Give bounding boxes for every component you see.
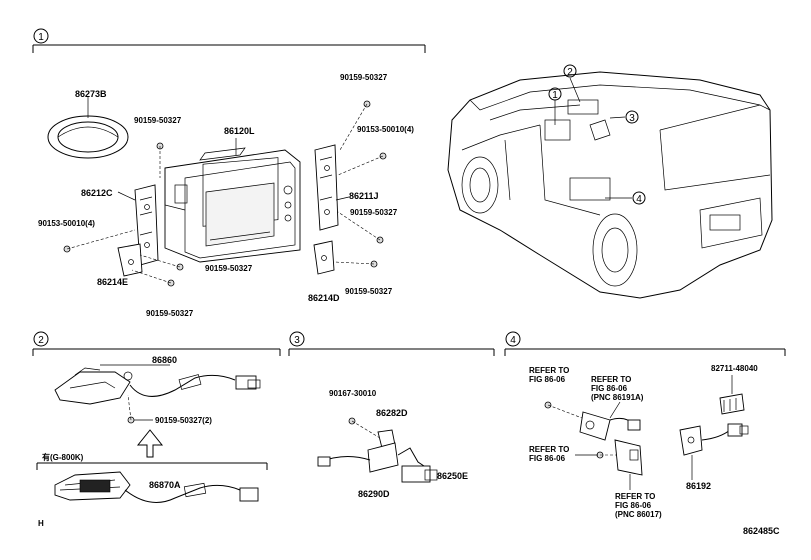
- refer-3-line-1: REFER TO: [529, 445, 569, 454]
- label-86212c: 86212C: [81, 188, 113, 198]
- label-82711-48040: 82711-48040: [711, 364, 758, 373]
- section-4-marker: 4: [510, 335, 516, 346]
- labels-section-3: 90167-30010 86282D 86250E 86290D: [329, 389, 468, 499]
- vehicle-callout-3: 3: [629, 113, 635, 124]
- section-1-frame: 1: [32, 28, 426, 53]
- vehicle-callout-1: 1: [552, 90, 558, 101]
- label-86290d: 86290D: [358, 489, 390, 499]
- head-unit-86120l: [164, 147, 301, 263]
- variant-frame: [36, 462, 268, 470]
- label-86860: 86860: [152, 355, 177, 365]
- label-90159-50327-r3: 90159-50327: [345, 287, 393, 296]
- labels-section-2: 86860 90159-50327(2) 有(G-800K) 86870A: [42, 355, 212, 490]
- left-lower-bracket-86214e: [117, 243, 143, 277]
- footer-left-mark: H: [38, 519, 44, 528]
- label-90159-50327-r2: 90159-50327: [350, 208, 398, 217]
- right-bracket-86211j: [314, 144, 339, 231]
- label-90167-30010: 90167-30010: [329, 389, 377, 398]
- label-90159-50327-2: 90159-50327(2): [155, 416, 212, 425]
- harness-86192: [679, 423, 749, 456]
- label-90153-50010-right: 90153-50010(4): [357, 125, 414, 134]
- refer-1-line-1: REFER TO: [529, 366, 569, 375]
- right-lower-bracket-86214d: [313, 240, 335, 275]
- refer-4-line-2: FIG 86-06: [615, 501, 652, 510]
- refer-2-line-3: (PNC 86191A): [591, 393, 644, 402]
- label-86211j: 86211J: [349, 191, 379, 201]
- section-2-frame: 2: [32, 331, 281, 356]
- label-90153-50010-left: 90153-50010(4): [38, 219, 95, 228]
- section-2-marker: 2: [38, 335, 44, 346]
- vehicle-callouts: 1 2 3 4: [548, 64, 646, 205]
- label-90159-50327-bottom: 90159-50327: [146, 309, 194, 318]
- label-86250e: 86250E: [437, 471, 468, 481]
- vehicle-illustration: [447, 71, 773, 299]
- label-86273b: 86273B: [75, 89, 107, 99]
- label-86192: 86192: [686, 481, 711, 491]
- antenna-86860: [54, 364, 261, 424]
- labels-section-1: 86273B 90159-50327 86120L 90159-50327 90…: [38, 73, 414, 318]
- ring-86273b: [47, 115, 129, 159]
- vehicle-callout-2: 2: [567, 67, 573, 78]
- antenna-86870a: [54, 471, 259, 503]
- label-86282d: 86282D: [376, 408, 408, 418]
- section-4-frame: 4: [504, 331, 786, 356]
- label-86214e: 86214E: [97, 277, 128, 287]
- connector-82711-48040: [719, 393, 745, 415]
- section-3-frame: 3: [288, 331, 495, 356]
- refer-2-line-2: FIG 86-06: [591, 384, 628, 393]
- figure-code: 862485C: [743, 526, 780, 536]
- refer-4-line-1: REFER TO: [615, 492, 655, 501]
- footer: H 862485C: [38, 519, 780, 536]
- module-86290d: [317, 417, 438, 483]
- camera-assembly: [544, 401, 643, 476]
- section-1-marker: 1: [38, 32, 44, 43]
- label-90159-50327-a: 90159-50327: [134, 116, 182, 125]
- leaders-section-1: [66, 96, 384, 284]
- arrow-up: [136, 429, 164, 458]
- label-86214d: 86214D: [308, 293, 340, 303]
- variant-note: 有(G-800K): [42, 452, 84, 462]
- refer-2-line-1: REFER TO: [591, 375, 631, 384]
- left-bracket-86212c: [134, 184, 159, 266]
- refer-3-line-2: FIG 86-06: [529, 454, 566, 463]
- label-90159-50327-top: 90159-50327: [340, 73, 388, 82]
- label-86120l: 86120L: [224, 126, 255, 136]
- labels-section-4: REFER TO FIG 86-06 REFER TO FIG 86-06 (P…: [529, 364, 758, 519]
- refer-4-line-3: (PNC 86017): [615, 510, 662, 519]
- label-86870a: 86870A: [149, 480, 181, 490]
- refer-1-line-2: FIG 86-06: [529, 375, 566, 384]
- section-3-marker: 3: [294, 335, 300, 346]
- label-90159-50327-mid: 90159-50327: [205, 264, 253, 273]
- vehicle-callout-4: 4: [636, 194, 642, 205]
